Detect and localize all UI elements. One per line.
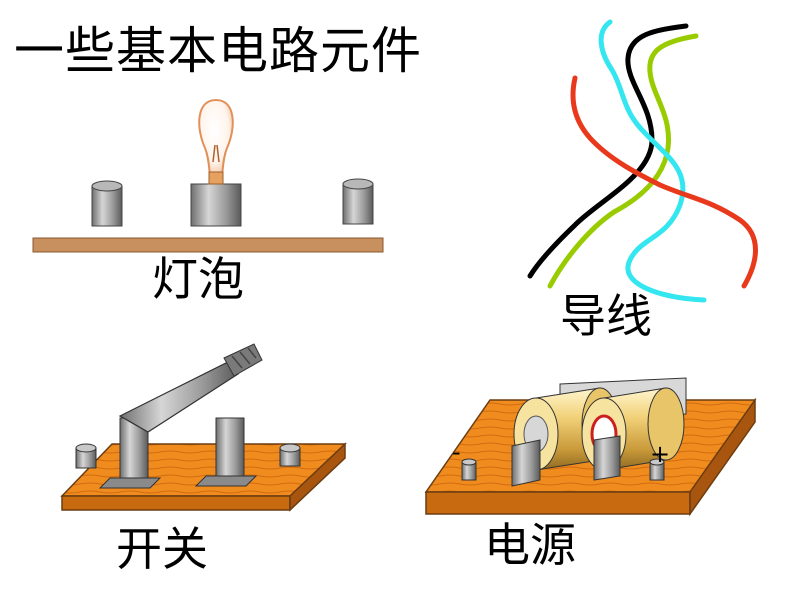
- bulb-diagram: [32, 98, 384, 253]
- positive-terminal: [649, 458, 665, 481]
- right-screw-terminal: [279, 443, 301, 467]
- right-battery-clip: [593, 435, 621, 481]
- switch-hinge-post: [98, 417, 162, 489]
- negative-terminal: [461, 458, 477, 481]
- green-wire: [547, 33, 699, 289]
- switch-blade-lever: [118, 343, 263, 433]
- battery-base-side: [425, 491, 691, 515]
- right-terminal-post: [342, 178, 374, 225]
- left-screw-terminal: [75, 443, 97, 469]
- red-wire: [570, 75, 758, 289]
- power-diagram: - +: [424, 377, 757, 517]
- power-caption: 电源: [484, 518, 576, 572]
- light-bulb-icon: [198, 98, 234, 185]
- bulb-caption: 灯泡: [152, 252, 244, 306]
- wire-caption: 导线: [560, 289, 652, 343]
- page-title: 一些基本电路元件: [14, 22, 422, 80]
- switch-contact-clip: [194, 417, 258, 487]
- left-terminal-post: [91, 180, 123, 227]
- switch-caption: 开关: [116, 522, 208, 576]
- minus-sign: -: [452, 438, 461, 466]
- plus-sign: +: [650, 440, 670, 468]
- switch-base-side: [61, 495, 291, 511]
- switch-diagram: [60, 343, 347, 512]
- left-battery-clip: [511, 439, 541, 487]
- cyan-wire: [598, 19, 707, 303]
- bulb-shelf-board: [32, 237, 384, 253]
- wires-diagram: [527, 19, 758, 303]
- bulb-socket: [190, 183, 242, 227]
